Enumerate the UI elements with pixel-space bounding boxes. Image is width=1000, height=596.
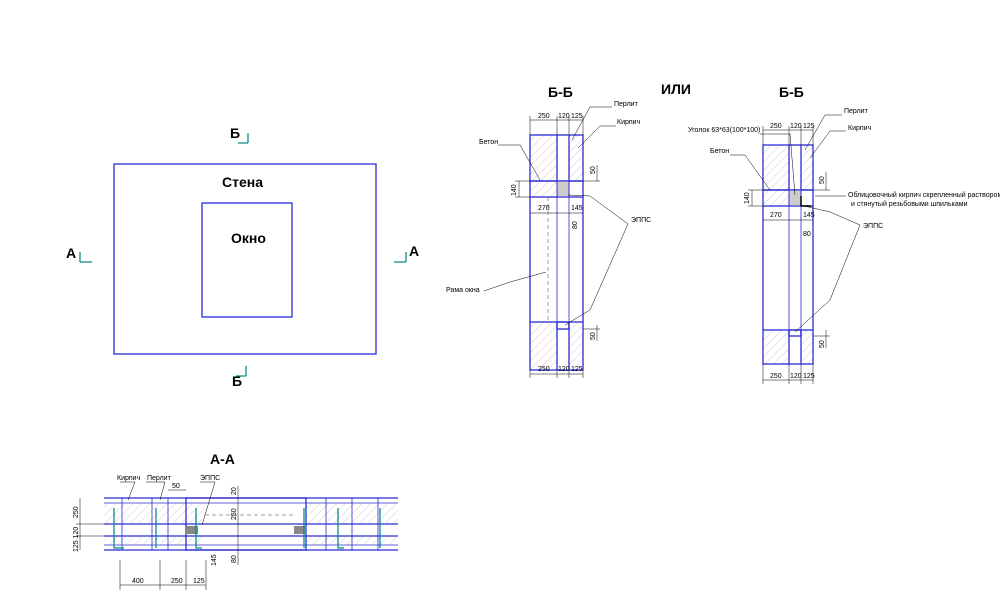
label-brick: Кирпич bbox=[617, 119, 641, 126]
wall-label: Стена bbox=[222, 174, 263, 190]
label-epps: ЭППС bbox=[631, 217, 651, 224]
svg-text:270: 270 bbox=[770, 212, 782, 219]
section-a-left-label: А bbox=[66, 245, 76, 261]
svg-text:120: 120 bbox=[790, 373, 802, 380]
svg-text:145: 145 bbox=[211, 554, 218, 566]
svg-text:250: 250 bbox=[538, 113, 550, 120]
svg-text:Кирпич: Кирпич bbox=[117, 475, 141, 482]
svg-text:80: 80 bbox=[572, 221, 579, 229]
window-label: Окно bbox=[231, 230, 266, 246]
section-bb-1-title: Б-Б bbox=[548, 84, 573, 100]
svg-text:50: 50 bbox=[172, 483, 180, 490]
section-bb-2: Б-Б 250 120 125 140 270 145 50 80 50 bbox=[688, 84, 1000, 384]
svg-text:и стянутый резьбовыми шпилькам: и стянутый резьбовыми шпильками bbox=[851, 200, 968, 208]
section-bb-2-title: Б-Б bbox=[779, 84, 804, 100]
label-window-frame: Рама окна bbox=[446, 287, 480, 294]
window-outline bbox=[201, 202, 293, 318]
svg-text:270: 270 bbox=[538, 205, 550, 212]
section-b-top-label: Б bbox=[230, 125, 240, 141]
section-aa-title: А-А bbox=[210, 451, 235, 467]
svg-text:80: 80 bbox=[803, 231, 811, 238]
svg-text:Облицовочный кирпич скрепленны: Облицовочный кирпич скрепленный растворо… bbox=[848, 191, 1000, 199]
svg-text:80: 80 bbox=[231, 555, 238, 563]
svg-text:120: 120 bbox=[558, 366, 570, 373]
svg-text:Перлит: Перлит bbox=[147, 475, 172, 482]
svg-text:250: 250 bbox=[770, 373, 782, 380]
svg-text:ЭППС: ЭППС bbox=[863, 223, 883, 230]
section-mark-a-right bbox=[394, 252, 407, 263]
svg-text:145: 145 bbox=[803, 212, 815, 219]
svg-text:145: 145 bbox=[571, 205, 583, 212]
svg-text:Уголок 63*63(100*100): Уголок 63*63(100*100) bbox=[688, 127, 760, 134]
svg-text:400: 400 bbox=[132, 578, 144, 585]
section-mark-b-top bbox=[238, 133, 249, 144]
svg-text:140: 140 bbox=[511, 184, 518, 196]
svg-text:140: 140 bbox=[744, 192, 751, 204]
section-bb-1: Б-Б 250 120 125 140 270 145 bbox=[446, 84, 651, 378]
svg-text:50: 50 bbox=[590, 332, 597, 340]
svg-text:250: 250 bbox=[770, 123, 782, 130]
svg-text:250: 250 bbox=[538, 366, 550, 373]
or-label: ИЛИ bbox=[661, 81, 691, 97]
svg-text:125: 125 bbox=[193, 578, 205, 585]
section-mark-a-left bbox=[79, 252, 92, 263]
svg-text:50: 50 bbox=[819, 340, 826, 348]
label-concrete: Бетон bbox=[479, 139, 498, 146]
plan-view: Стена Окно А А Б Б bbox=[66, 125, 419, 389]
svg-text:50: 50 bbox=[590, 166, 597, 174]
svg-text:Перлит: Перлит bbox=[844, 108, 869, 115]
svg-text:125: 125 bbox=[803, 123, 815, 130]
svg-text:250: 250 bbox=[231, 508, 238, 520]
wall-outline bbox=[113, 163, 377, 355]
svg-text:20: 20 bbox=[231, 487, 238, 495]
svg-text:Бетон: Бетон bbox=[710, 148, 729, 155]
svg-text:125: 125 bbox=[571, 366, 583, 373]
svg-text:125 120: 125 120 bbox=[73, 527, 80, 552]
svg-text:125: 125 bbox=[803, 373, 815, 380]
svg-text:125: 125 bbox=[571, 113, 583, 120]
section-b-bottom-label: Б bbox=[232, 373, 242, 389]
svg-text:ЭППС: ЭППС bbox=[200, 475, 220, 482]
svg-text:120: 120 bbox=[790, 123, 802, 130]
svg-text:250: 250 bbox=[171, 578, 183, 585]
svg-text:120: 120 bbox=[558, 113, 570, 120]
svg-text:50: 50 bbox=[819, 176, 826, 184]
svg-text:Кирпич: Кирпич bbox=[848, 125, 872, 132]
section-aa: А-А 400 250 125 50 20 250 80 145 2 bbox=[73, 451, 398, 590]
svg-text:250: 250 bbox=[73, 506, 80, 518]
section-a-right-label: А bbox=[409, 243, 419, 259]
section-mark-b-bottom bbox=[236, 366, 247, 377]
label-perlite: Перлит bbox=[614, 101, 639, 108]
